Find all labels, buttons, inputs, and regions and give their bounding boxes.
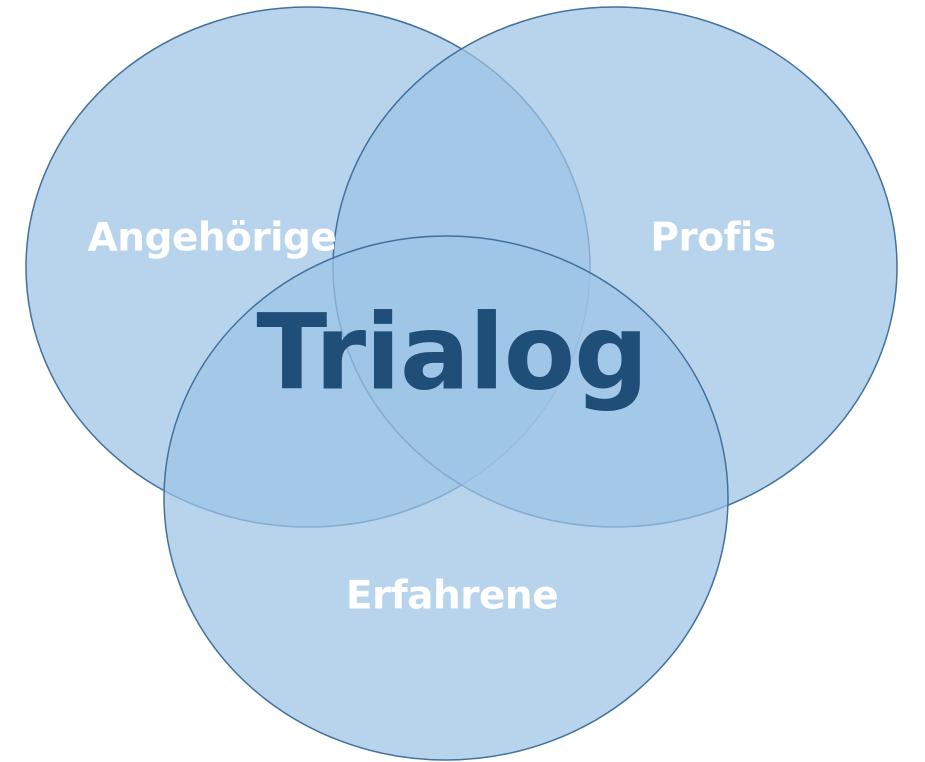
label-erfahrene: Erfahrene [346,574,558,619]
circle-erfahrene [163,235,729,761]
label-profis: Profis [650,216,775,261]
label-trialog: Trialog [256,291,647,413]
label-angehoerige: Angehörige [88,216,337,261]
